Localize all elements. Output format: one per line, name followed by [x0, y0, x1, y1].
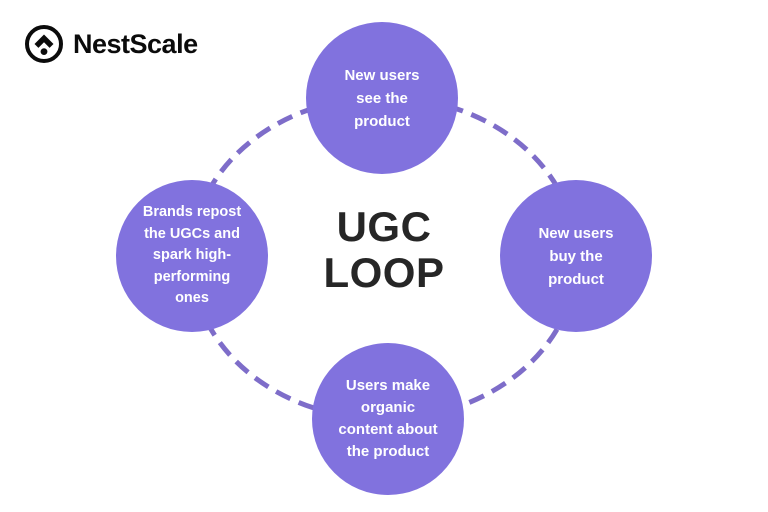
node-label-line: performing: [153, 268, 231, 285]
diagram-title-line2: LOOP: [323, 249, 445, 296]
node-label-line: buy the: [549, 247, 603, 265]
node-label-line: spark high-: [152, 247, 232, 264]
node-label-line: New users: [344, 66, 420, 84]
node-label-line: organic: [360, 399, 416, 416]
node-label-line: product: [548, 270, 604, 288]
node-label-line: Brands repost: [142, 204, 242, 221]
nestscale-logo-icon: [25, 25, 63, 63]
node-label-line: Users make: [345, 377, 431, 394]
brand-logo: NestScale: [24, 24, 198, 64]
diagram-title: UGC LOOP: [284, 204, 484, 296]
node-users-make-content: Users make organic content about the pro…: [312, 343, 464, 495]
diagram-title-line1: UGC: [336, 203, 432, 250]
node-brands-repost-ugcs: Brands repost the UGCs and spark high- p…: [116, 180, 268, 332]
node-new-users-see-product: New users see the product: [306, 22, 458, 174]
node-label-line: see the: [356, 89, 408, 107]
node-label-line: product: [354, 112, 410, 130]
brand-name: NestScale: [73, 28, 198, 59]
node-label-line: the product: [346, 443, 430, 460]
node-label-line: ones: [175, 290, 209, 307]
node-label-line: content about: [338, 421, 438, 438]
node-new-users-buy-product: New users buy the product: [500, 180, 652, 332]
node-label-line: the UGCs and: [144, 225, 240, 242]
node-label-line: New users: [538, 224, 614, 242]
